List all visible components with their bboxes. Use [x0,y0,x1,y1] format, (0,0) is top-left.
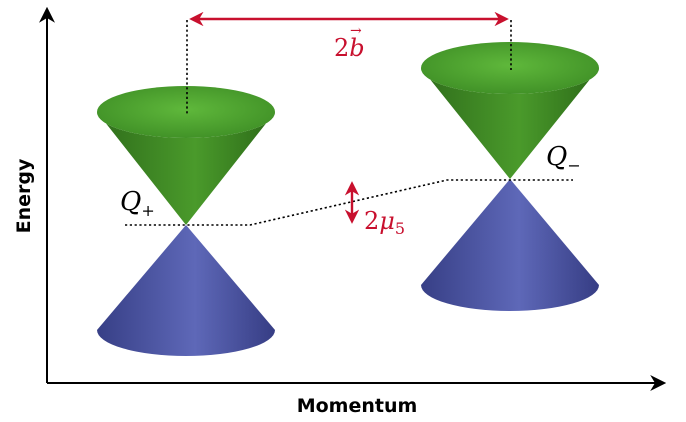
node-label-left: Q+ [120,187,155,220]
upper-cone-right [421,68,599,179]
y-axis-label: Energy [13,158,35,233]
node-label-right-sub: − [567,156,580,175]
x-axis-label: Momentum [297,395,418,417]
lower-cone-left [97,225,275,356]
svg-text:2b: 2b [334,34,365,62]
energy-shift-label-mu: μ [379,207,395,235]
separation-label-number: 2 [334,34,349,62]
energy-shift-label-sub: 5 [395,219,405,238]
upper-cone-top-right [421,42,599,94]
upper-cone-top-left [97,86,275,138]
separation-label: 2b → [334,23,365,62]
node-label-right: Q− [546,142,581,175]
separation-vector-arrow: → [350,23,362,39]
weyl-cone-right [421,42,599,311]
energy-shift-label-number: 2 [364,207,379,235]
node-label-right-main: Q [546,142,567,172]
upper-cone-left [97,112,275,225]
energy-shift-label: 2μ5 [364,207,405,238]
separation-label-vector: b [349,34,364,62]
node-label-left-main: Q [120,187,141,217]
lower-cone-right [421,179,599,311]
weyl-cone-left [97,86,275,356]
node-label-left-sub: + [141,201,154,220]
